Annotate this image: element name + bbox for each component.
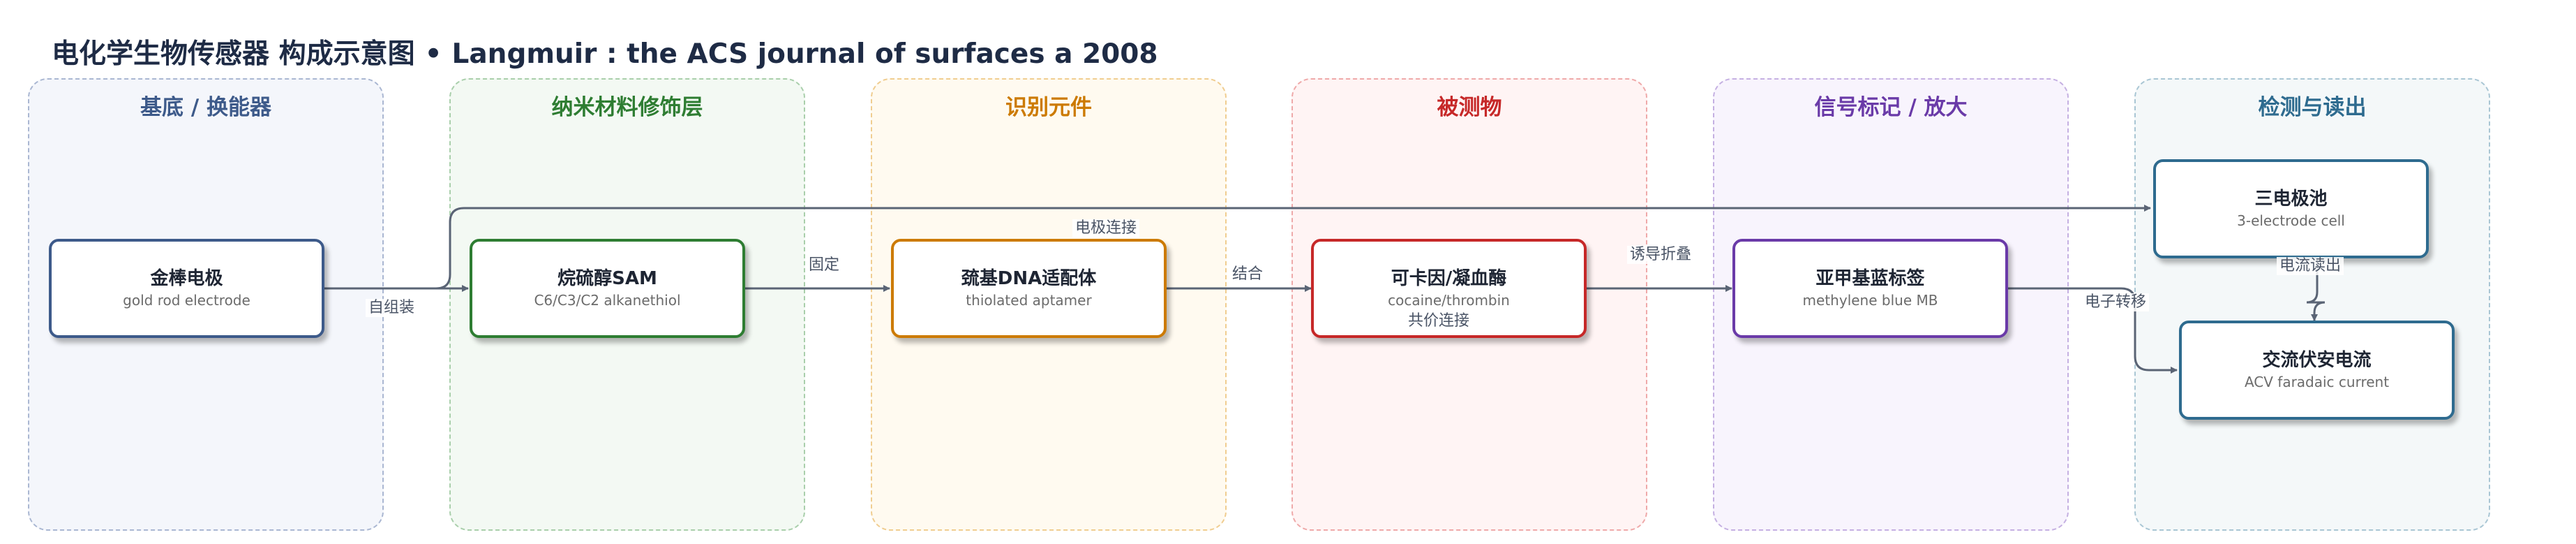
- node-methylene-blue: 亚甲基蓝标签 methylene blue MB: [1732, 239, 2008, 338]
- lane-title: 纳米材料修饰层: [551, 95, 703, 120]
- node-title: 亚甲基蓝标签: [1815, 268, 1925, 290]
- edge-label-current-readout: 电流读出: [2277, 257, 2344, 276]
- lane-title: 检测与读出: [2258, 95, 2367, 120]
- title-main: 电化学生物传感器 构成示意图: [52, 38, 415, 70]
- edge-label-covalent-link: 共价连接: [1405, 312, 1473, 331]
- edge-cell-to-acv: [2306, 257, 2326, 321]
- edge-label-electron-transfer: 电子转移: [2082, 293, 2150, 312]
- node-title: 巯基DNA适配体: [961, 268, 1097, 290]
- node-gold-rod-electrode: 金棒电极 gold rod electrode: [49, 239, 324, 338]
- node-acv-current: 交流伏安电流 ACV faradaic current: [2179, 321, 2455, 420]
- edge-label-self-assembly: 自组装: [366, 299, 418, 318]
- lane-title: 识别元件: [1005, 95, 1092, 120]
- lane-title: 信号标记 / 放大: [1814, 95, 1968, 120]
- title-separator: •: [424, 38, 442, 70]
- edge-label-binding: 结合: [1229, 265, 1266, 284]
- node-subtitle: 3-electrode cell: [2237, 212, 2345, 229]
- edge-gold-to-cell: [323, 205, 2151, 290]
- node-subtitle: cocaine/thrombin: [1388, 291, 1510, 309]
- edge-label-immobilize: 固定: [806, 256, 843, 275]
- node-three-electrode-cell: 三电极池 3-electrode cell: [2153, 159, 2429, 258]
- lane-title: 基底 / 换能器: [140, 95, 271, 120]
- node-alkanethiol-sam: 烷硫醇SAM C6/C3/C2 alkanethiol: [470, 239, 745, 338]
- node-title: 可卡因/凝血酶: [1391, 268, 1507, 290]
- edge-label-induced-folding: 诱导折叠: [1627, 246, 1695, 265]
- node-subtitle: C6/C3/C2 alkanethiol: [534, 291, 681, 309]
- node-subtitle: gold rod electrode: [123, 291, 250, 309]
- node-subtitle: ACV faradaic current: [2244, 373, 2390, 390]
- lane-detection-readout: 检测与读出: [2134, 78, 2490, 531]
- node-title: 金棒电极: [150, 268, 223, 290]
- title-source: Langmuir : the ACS journal of surfaces a…: [451, 38, 1158, 70]
- node-subtitle: methylene blue MB: [1802, 291, 1938, 309]
- edge-mb-to-acv: [2007, 287, 2178, 374]
- diagram-title: 电化学生物传感器 构成示意图 • Langmuir : the ACS journa…: [52, 32, 1158, 71]
- node-subtitle: thiolated aptamer: [966, 291, 1092, 309]
- node-title: 三电极池: [2254, 189, 2328, 210]
- node-title: 交流伏安电流: [2262, 350, 2372, 372]
- lane-title: 被测物: [1437, 95, 1502, 120]
- edge-label-electrode-connection: 电极连接: [1072, 219, 1140, 238]
- node-thiolated-aptamer: 巯基DNA适配体 thiolated aptamer: [891, 239, 1167, 338]
- node-title: 烷硫醇SAM: [557, 268, 657, 290]
